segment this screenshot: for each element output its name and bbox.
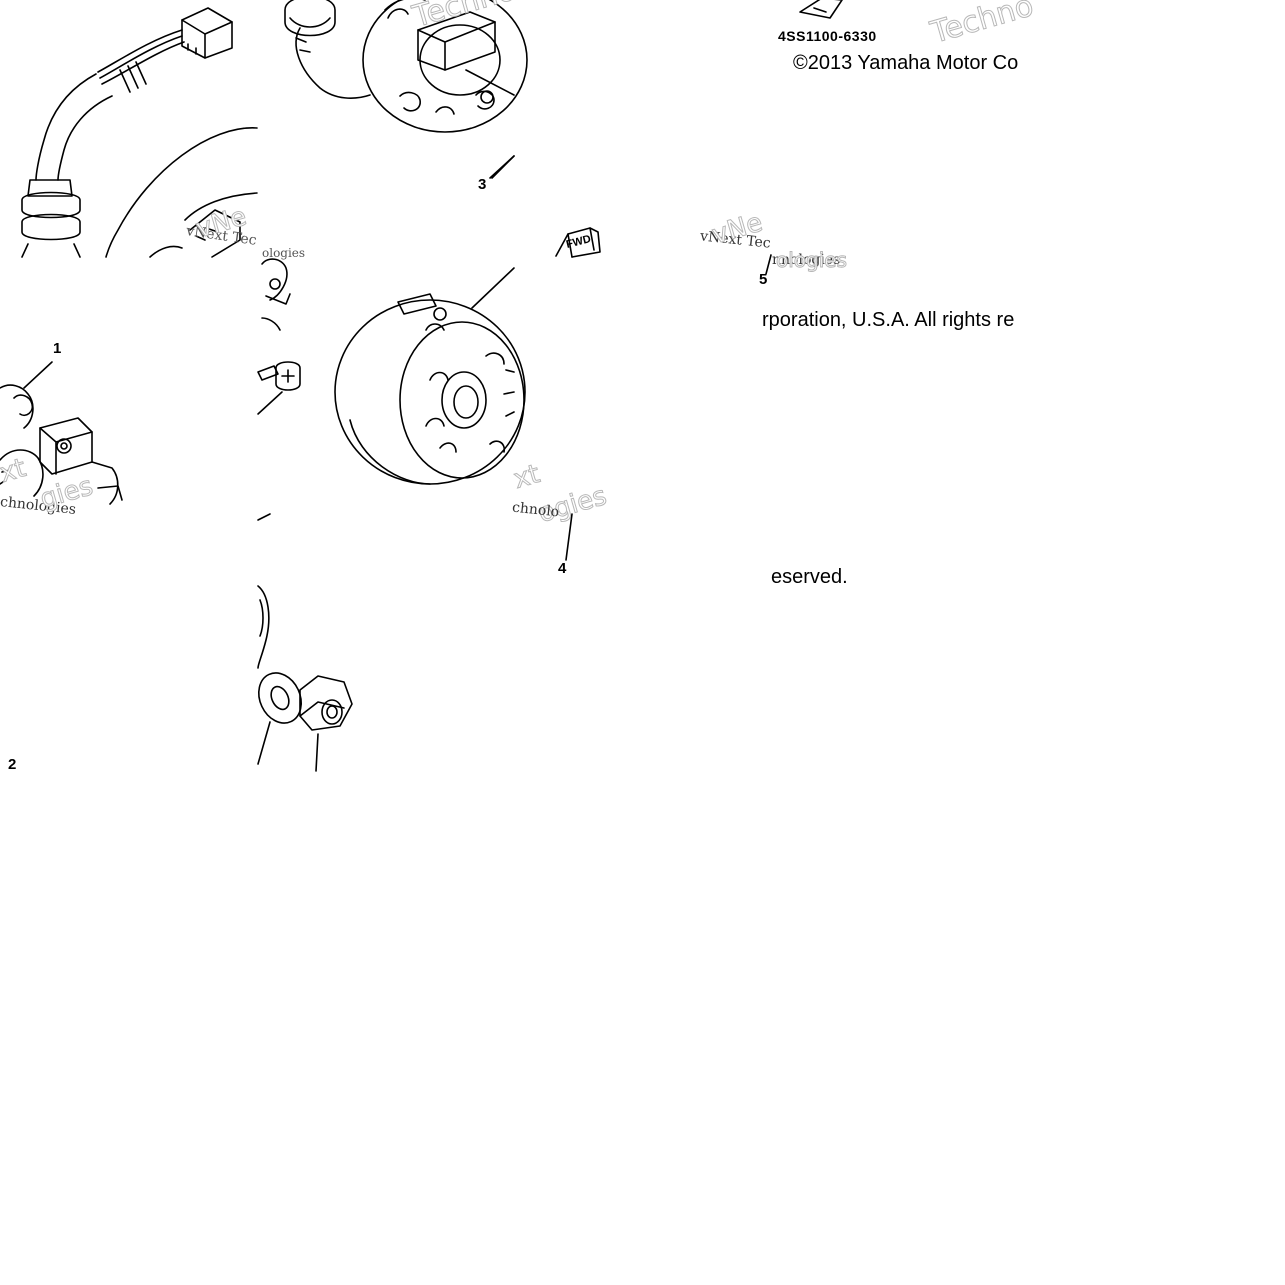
pickup-coil-drawing [0,361,123,505]
callout-3: 3 [478,176,487,193]
callout-4: 4 [558,560,567,577]
flywheel-rotor-drawing [257,258,526,485]
leader-line-5 [765,254,772,275]
washer-and-nut-drawing [257,513,353,772]
copyright-line-1: ©2013 Yamaha Motor Co [793,52,1019,74]
watermark-text: ologies [262,246,306,260]
callout-1: 1 [53,340,62,357]
leader-line-4 [565,513,573,561]
fwd-arrow-drawing [555,0,843,258]
callout-5: 5 [759,271,768,288]
copyright-line-2: rporation, U.S.A. All rights re [762,309,1015,331]
watermark-text: ologies [775,248,848,273]
callout-2: 2 [8,756,17,773]
wire-harness-drawing [21,7,258,258]
stator-ring-drawing [284,0,528,179]
leader-line-3 [489,155,515,179]
watermark-text: nnologies [772,252,841,268]
part-code-label: 4SS1100-6330 [778,28,877,44]
rotor-edge-drawing [503,369,515,417]
copyright-line-3: eserved. [771,566,848,588]
